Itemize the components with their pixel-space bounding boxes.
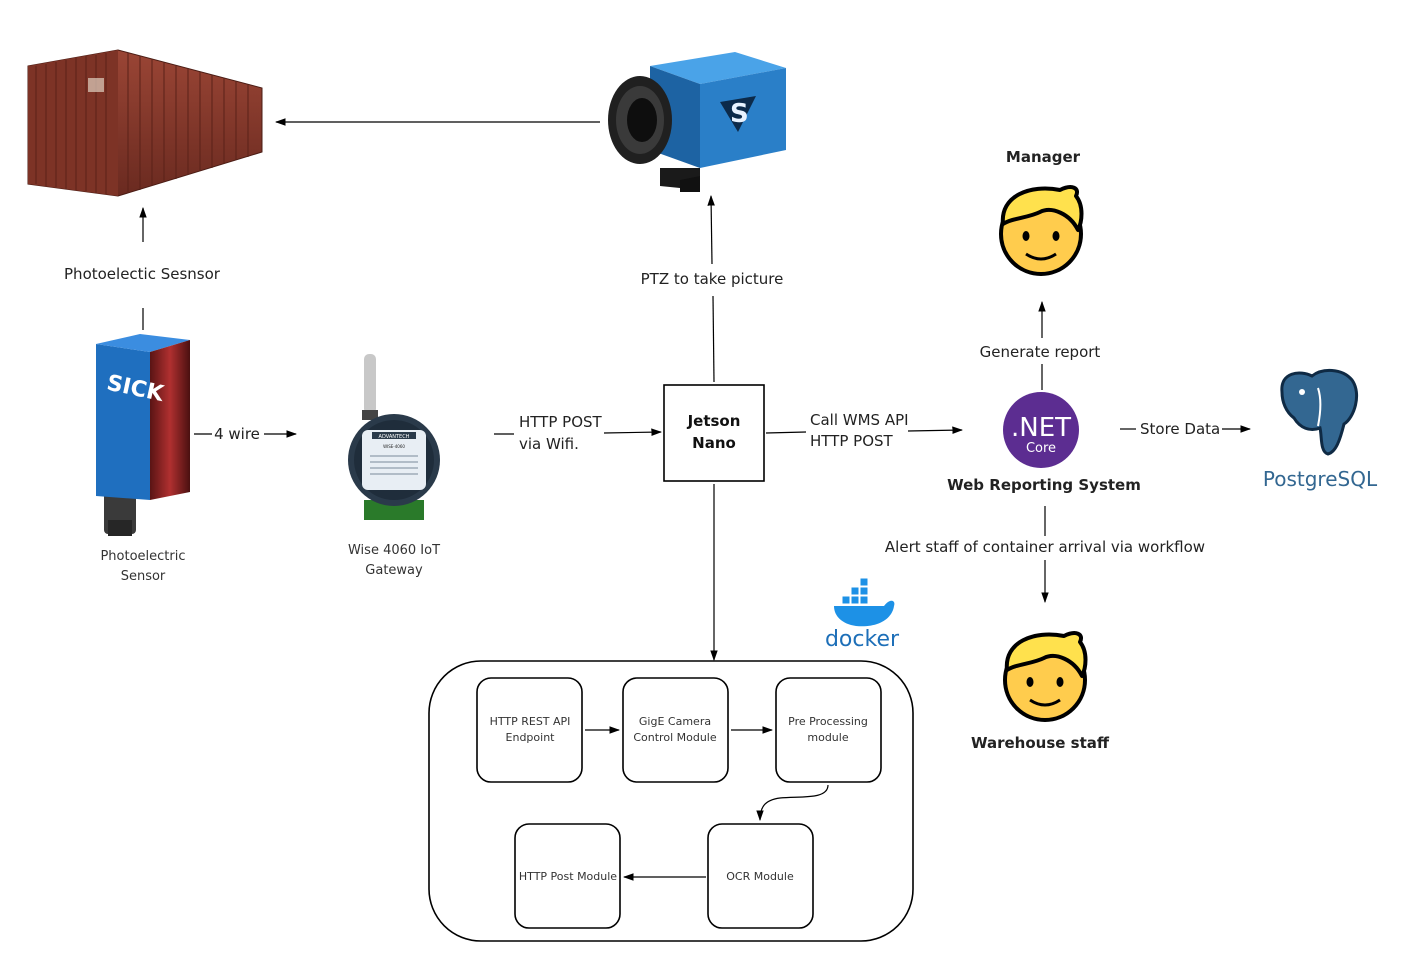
- jetson-nano-box: [663, 384, 765, 482]
- module-http-rest-api: [476, 677, 583, 783]
- jetson-label-line1: Jetson: [687, 412, 741, 430]
- module-pre-processing: [775, 677, 882, 783]
- photoelectric-sensor-edge-label: Photoelectic Sesnsor: [64, 265, 221, 283]
- svg-text:docker: docker: [825, 627, 900, 652]
- docker-logo: docker: [825, 577, 900, 652]
- four-wire-label: 4 wire: [214, 425, 260, 443]
- gateway-caption-line1: Wise 4060 IoT: [348, 543, 440, 558]
- line-wms-left: [765, 431, 807, 434]
- module-http-post: [514, 823, 621, 929]
- arrow-ptz-to-camera: [707, 194, 715, 265]
- store-data-label: Store Data: [1140, 420, 1220, 438]
- sensor-caption-line2: Sensor: [121, 569, 166, 584]
- manager-avatar: [999, 185, 1084, 276]
- module-gige-line1: GigE Camera: [639, 715, 711, 728]
- module-http-rest-line2: Endpoint: [506, 731, 556, 744]
- svg-text:Core: Core: [1026, 441, 1056, 456]
- arrow-preproc-to-ocr: [756, 784, 829, 822]
- photoelectric-sensor-image: SICK: [96, 334, 190, 536]
- module-gige-camera: [622, 677, 729, 783]
- gateway-caption-line2: Gateway: [365, 563, 423, 578]
- svg-text:WISE-4060: WISE-4060: [383, 444, 405, 449]
- generate-report-label: Generate report: [980, 343, 1101, 361]
- industrial-camera-image: S: [608, 52, 786, 192]
- svg-text:S: S: [730, 99, 749, 129]
- http-post-label-line1: HTTP POST: [519, 413, 603, 431]
- svg-text:ADVANTECH: ADVANTECH: [379, 434, 410, 440]
- warehouse-staff-label: Warehouse staff: [971, 734, 1110, 752]
- arrow-http-to-jetson: [603, 428, 663, 436]
- alert-staff-label: Alert staff of container arrival via wor…: [885, 538, 1205, 556]
- http-post-label-line2: via Wifi.: [519, 435, 579, 453]
- module-http-rest-line1: HTTP REST API: [490, 715, 571, 728]
- arrow-wms-to-dotnet: [907, 426, 964, 434]
- module-preproc-line2: module: [807, 731, 848, 744]
- postgresql-logo: PostgreSQL: [1263, 369, 1378, 491]
- module-http-post-label: HTTP Post Module: [519, 870, 617, 883]
- shipping-container-image: [27, 49, 263, 197]
- svg-text:.NET: .NET: [1011, 413, 1071, 443]
- iot-gateway-image: ADVANTECH WISE-4060: [348, 354, 440, 520]
- sensor-caption-line1: Photoelectric: [100, 549, 185, 564]
- module-gige-line2: Control Module: [633, 731, 716, 744]
- module-preproc-line1: Pre Processing: [788, 715, 868, 728]
- call-wms-label-line1: Call WMS API: [810, 411, 909, 429]
- module-ocr-label: OCR Module: [726, 870, 794, 883]
- warehouse-staff-avatar: [1003, 631, 1088, 722]
- ptz-label: PTZ to take picture: [641, 270, 784, 288]
- module-ocr: [707, 823, 814, 929]
- call-wms-label-line2: HTTP POST: [810, 432, 894, 450]
- svg-text:PostgreSQL: PostgreSQL: [1263, 467, 1378, 491]
- jetson-label-line2: Nano: [692, 434, 736, 452]
- line-ptz-lower: [712, 295, 715, 383]
- web-reporting-label: Web Reporting System: [947, 476, 1141, 494]
- dotnet-core-logo: .NET Core: [1003, 392, 1079, 468]
- manager-label: Manager: [1006, 148, 1081, 166]
